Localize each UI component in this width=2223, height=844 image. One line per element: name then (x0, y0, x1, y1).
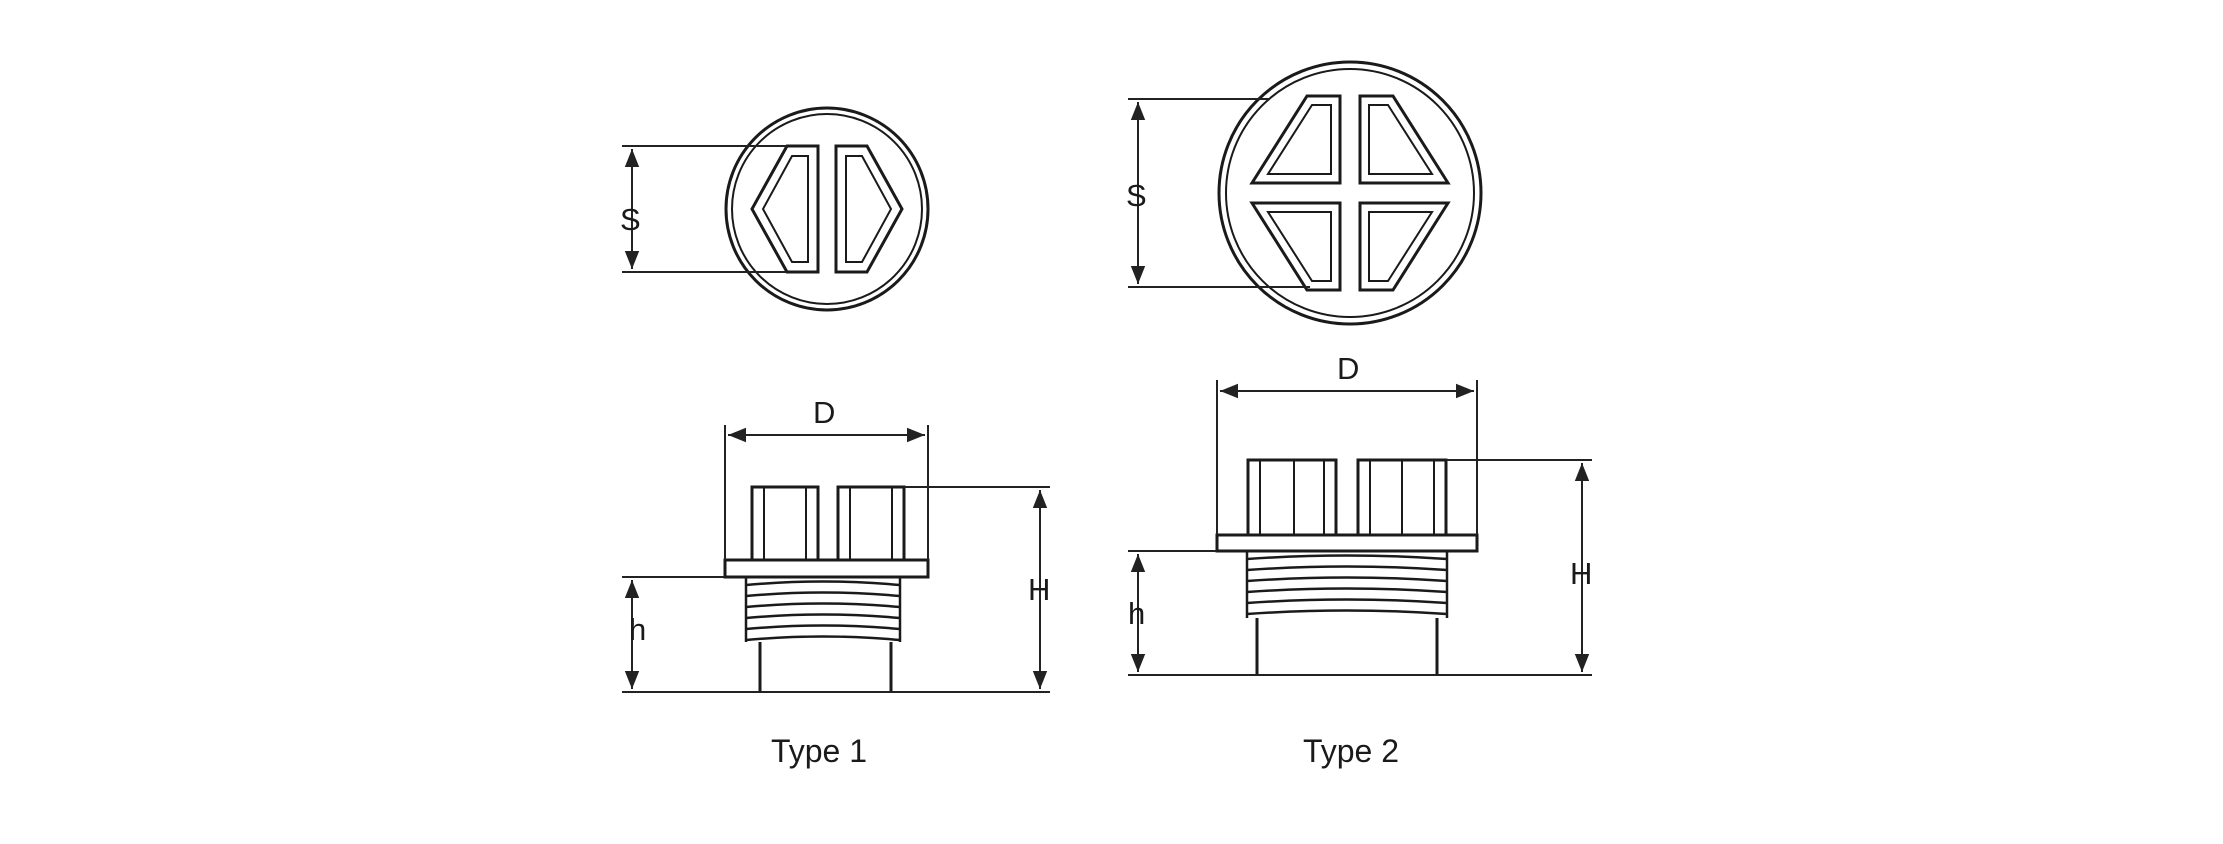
type2-s-label: S (1126, 178, 1147, 213)
type1-h-thread-dimension (622, 576, 725, 689)
type2-d-label: D (1337, 351, 1359, 386)
type1-top-view (724, 106, 930, 312)
type2-thread (1245, 551, 1449, 618)
type2-top-view (1217, 60, 1483, 326)
type1-s-label: S (620, 202, 641, 237)
type2-d-dimension (1216, 380, 1478, 535)
type2-side-view (1215, 458, 1479, 675)
type2-h-total-label: H (1570, 556, 1592, 591)
type2-bottom-right-slot (1358, 201, 1451, 292)
type2-flange (1215, 533, 1479, 553)
type1-d-label: D (813, 395, 835, 430)
type1-side-view (723, 485, 930, 692)
type1-outer-circle (724, 106, 930, 312)
type2-h-total-dimension (1128, 459, 1592, 676)
type1-thread (744, 577, 902, 642)
type1-inner-circle (731, 113, 923, 305)
type2-shank (1255, 618, 1439, 675)
type1-h-total-label: H (1028, 572, 1050, 607)
type1-flange (723, 558, 930, 579)
type2-outer-circle (1217, 60, 1483, 326)
type2-s-dimension (1128, 98, 1310, 288)
type2-cap-head (1246, 458, 1448, 537)
type2-h-thread-label: h (1128, 596, 1145, 631)
type1-h-thread-label: h (629, 612, 646, 647)
type2-bottom-left-slot (1249, 201, 1342, 292)
type2-inner-circle (1225, 68, 1475, 318)
type1-s-dimension (622, 145, 787, 273)
type2-h-thread-dimension (1128, 550, 1217, 672)
type2-caption: Type 2 (1303, 733, 1399, 769)
type1-d-dimension (724, 425, 929, 560)
type1-cap-head (750, 485, 906, 562)
type2-top-left-slot (1249, 94, 1342, 185)
type1-left-slot (750, 144, 820, 274)
type1-right-slot (834, 144, 904, 274)
type2-top-right-slot (1358, 94, 1451, 185)
type1-h-total-dimension (622, 486, 1050, 693)
type1-shank (758, 642, 893, 692)
type1-caption: Type 1 (771, 733, 867, 769)
